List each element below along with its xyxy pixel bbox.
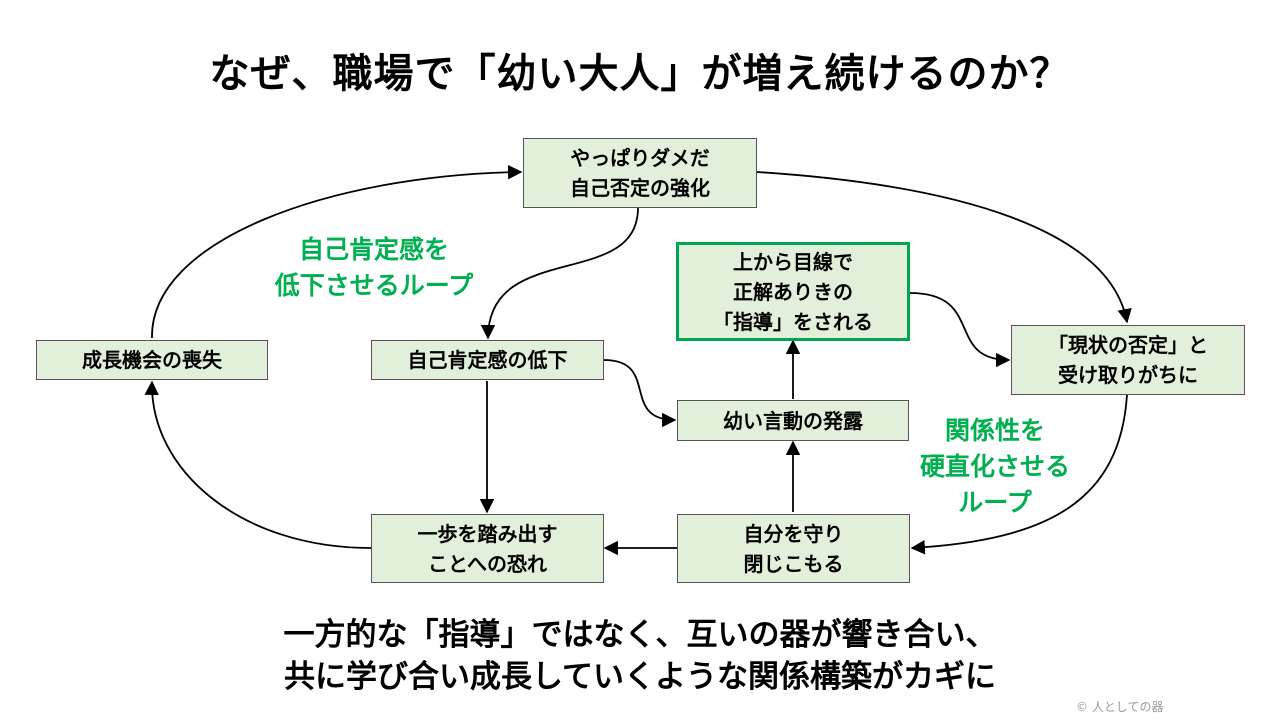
arrow-denial-to-protect — [910, 394, 1128, 555]
node-perceived-denial: 「現状の否定」と 受け取りがちに — [1011, 325, 1245, 395]
node-loss-of-growth: 成長機会の喪失 — [36, 340, 268, 380]
loop-label-self-esteem: 自己肯定感を 低下させるループ — [274, 235, 474, 300]
loop-label-relationship: 関係性を 硬直化させる ループ — [919, 416, 1070, 517]
arrow-fear-to-loss — [144, 380, 372, 549]
node-top-down-guidance: 上から目線で 正解ありきの 「指導」をされる — [676, 242, 910, 341]
arrow-guidance-to-denial — [909, 292, 1011, 368]
copyright-notice: © 人としての器 — [1076, 700, 1164, 714]
node-childish-behavior: 幼い言動の発露 — [677, 400, 909, 441]
node-self-esteem-decline: 自己肯定感の低下 — [371, 340, 604, 380]
node-self-protection: 自分を守り 閉じこもる — [677, 514, 910, 583]
node-fear-of-stepping-out: 一歩を踏み出す ことへの恐れ — [371, 514, 604, 583]
arrow-yappari-to-denial — [756, 171, 1132, 324]
arrow-yappari-to-selfesteem — [480, 207, 639, 340]
arrow-loss-to-yappari — [151, 165, 523, 339]
page-title: なぜ、職場で「幼い大人」が増え続けるのか？ — [209, 51, 1071, 97]
node-yappari-self-denial: やっぱりダメだ 自己否定の強化 — [523, 138, 757, 208]
conclusion-text: 一方的な「指導」ではなく、互いの器が響き合い、 共に学び合い成長していくような関… — [283, 617, 997, 695]
arrow-selfesteem-to-childish — [603, 359, 677, 428]
